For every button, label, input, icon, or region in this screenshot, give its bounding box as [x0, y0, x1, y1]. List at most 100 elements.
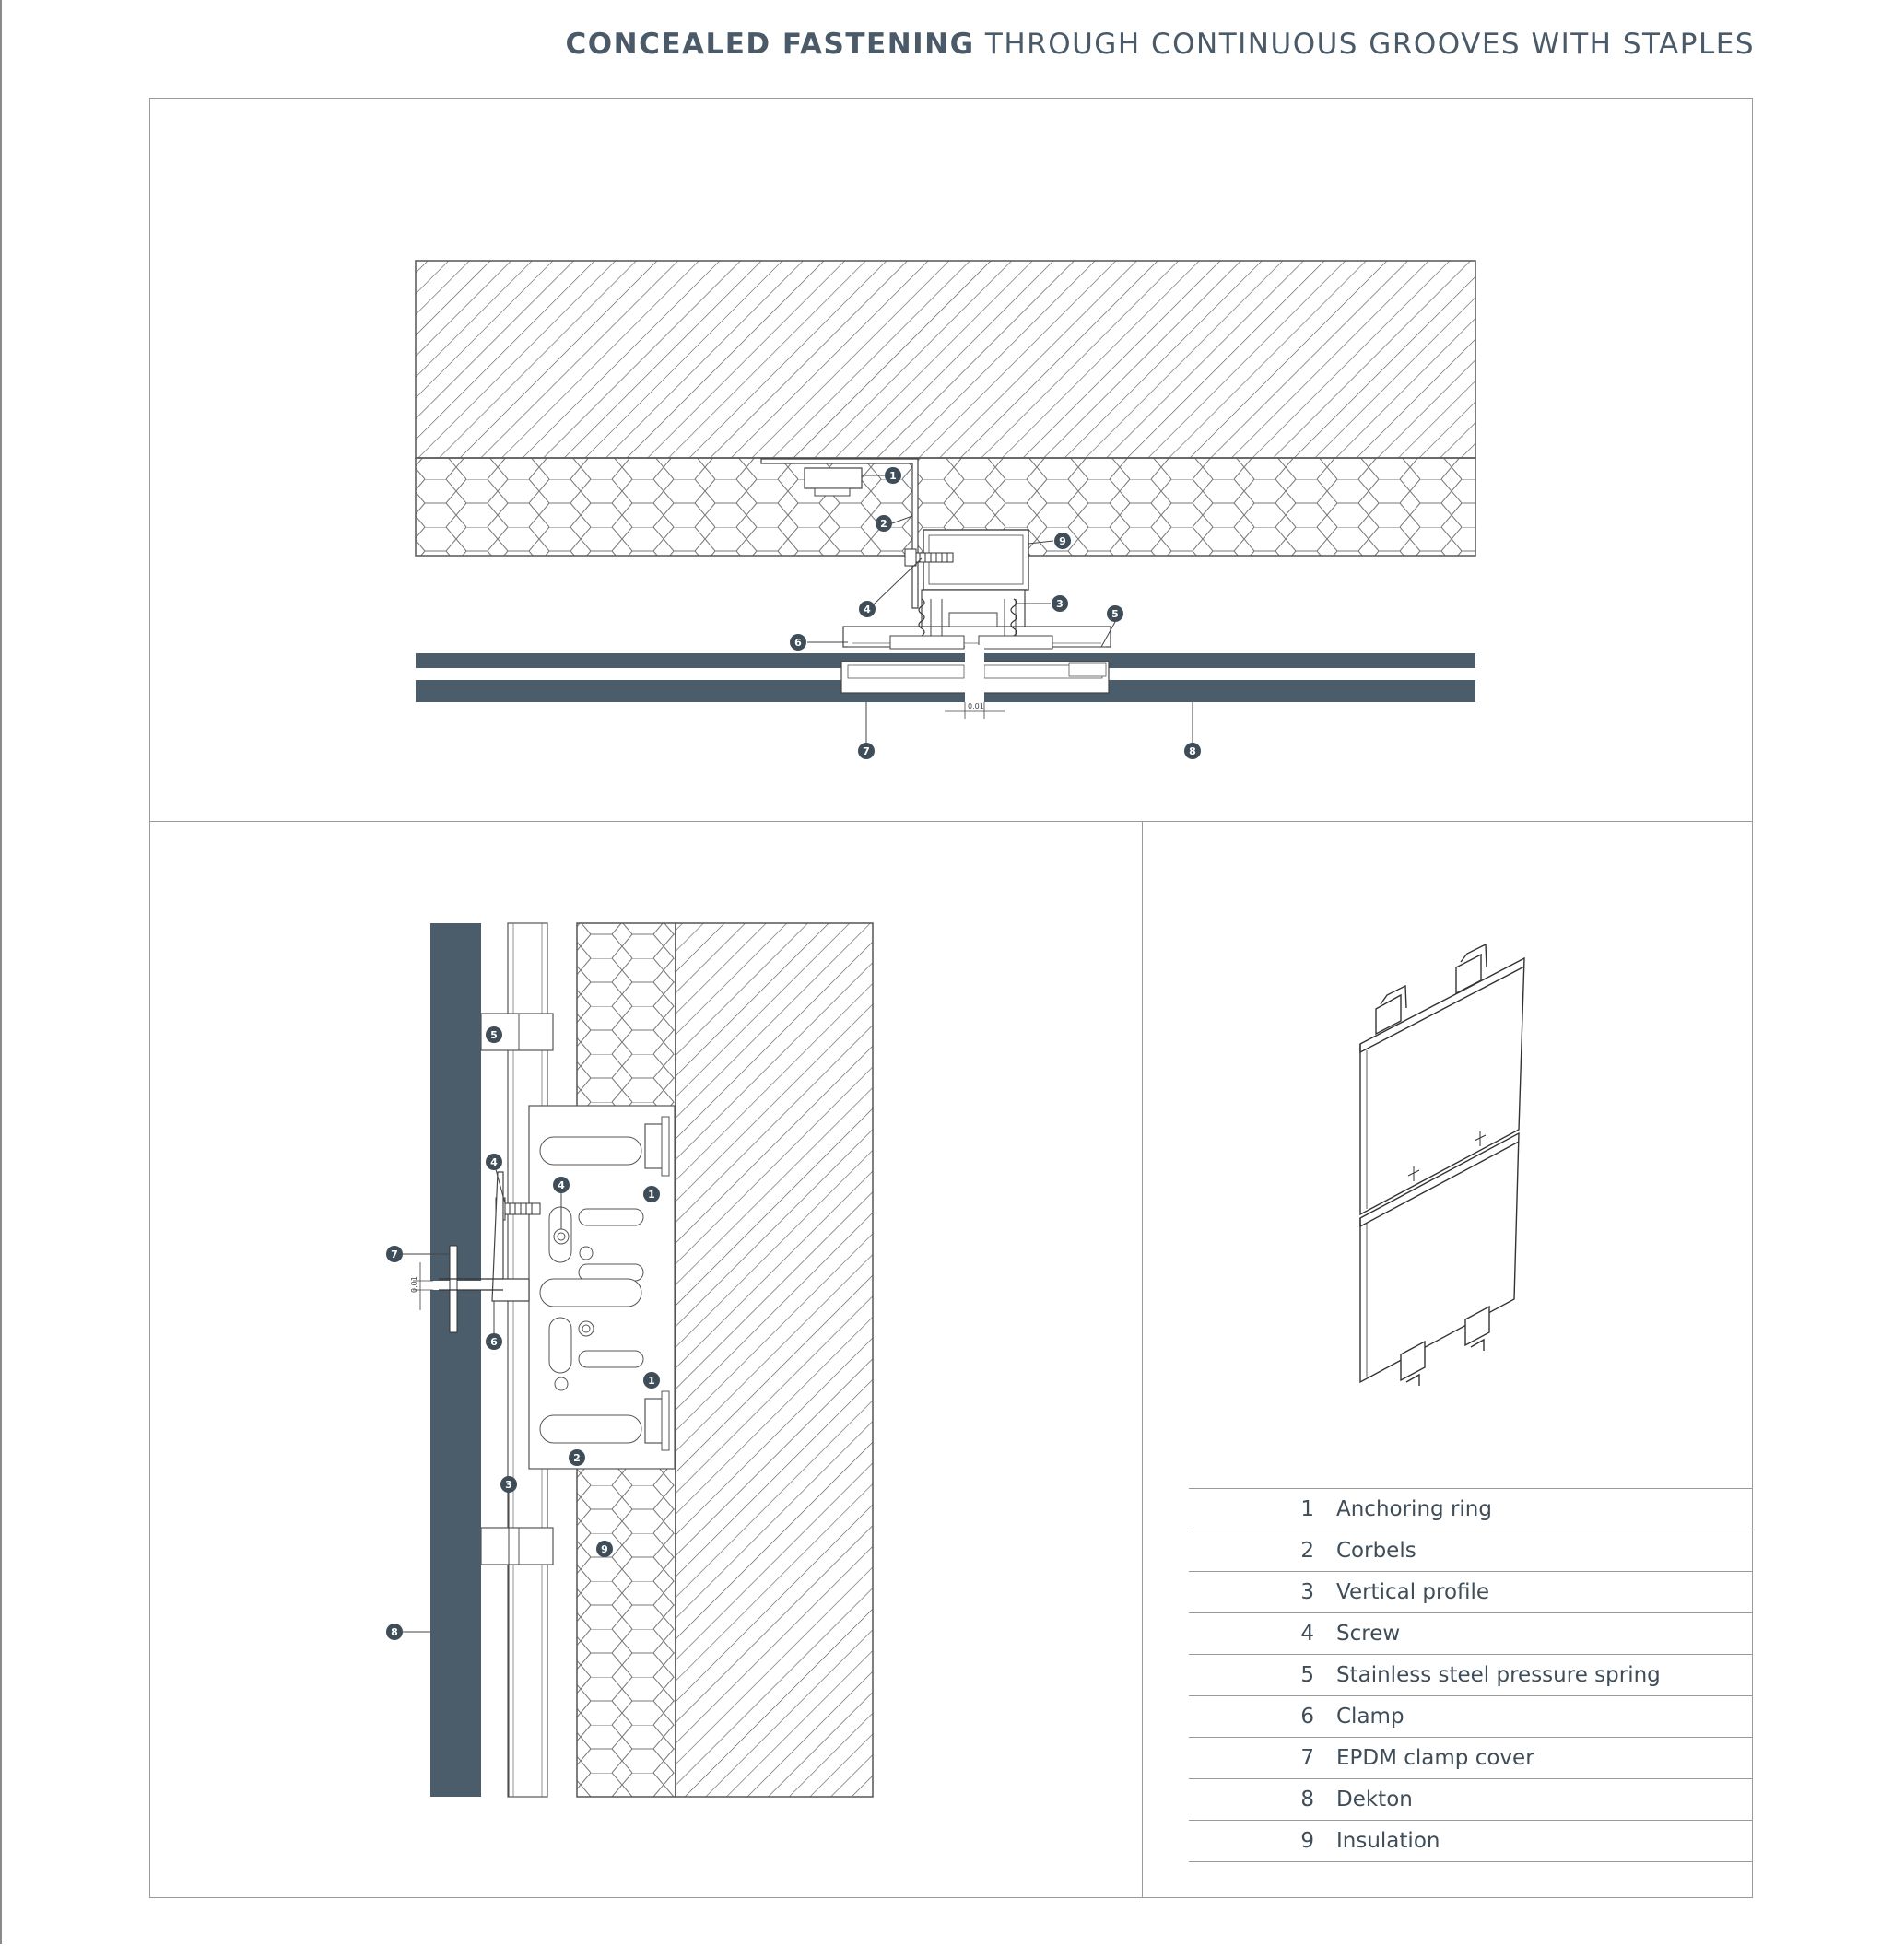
plan-dimension-label: 0,01 — [968, 702, 984, 710]
legend-row: 5 Stainless steel pressure spring — [1189, 1654, 1753, 1695]
vs-callout-2: 2 — [569, 1449, 585, 1466]
legend-number: 2 — [1300, 1539, 1314, 1563]
svg-text:7: 7 — [863, 745, 870, 757]
sketch-clips-bottom — [1400, 1305, 1490, 1386]
plan-callout-4: 4 — [859, 601, 876, 617]
svg-text:3: 3 — [1056, 598, 1064, 610]
legend-label: Anchoring ring — [1336, 1497, 1492, 1521]
vs-leaders — [403, 1162, 562, 1797]
sketch-clips-middle — [1407, 1131, 1487, 1181]
plan-callout-9: 9 — [1054, 533, 1071, 549]
vs-corbel-plate — [528, 1105, 676, 1470]
legend-row: 9 Insulation — [1189, 1820, 1753, 1862]
vs-callout-7: 7 — [386, 1246, 403, 1262]
svg-text:1: 1 — [648, 1189, 655, 1201]
plan-dimension: 0,01 — [945, 702, 1005, 719]
title-rest: THROUGH CONTINUOUS GROOVES WITH STAPLES — [974, 28, 1755, 61]
vs-wall — [675, 922, 874, 1798]
vs-dimension: 0,01 — [410, 1262, 433, 1310]
legend-label: Dekton — [1336, 1788, 1413, 1811]
legend-label: Corbels — [1336, 1539, 1416, 1563]
svg-text:3: 3 — [505, 1479, 512, 1491]
sketch-clips-top — [1375, 943, 1487, 1036]
vs-callout-9: 9 — [596, 1541, 613, 1557]
plan-corbel — [760, 458, 919, 609]
sketch-panel-lower — [1359, 1131, 1520, 1384]
page-title: CONCEALED FASTENING THROUGH CONTINUOUS G… — [566, 26, 1755, 63]
vs-spring-clip-bottom — [480, 1527, 554, 1565]
legend-number: 9 — [1300, 1829, 1314, 1853]
vs-callout-4b: 4 — [553, 1177, 570, 1193]
legend-row: 3 Vertical profile — [1189, 1571, 1753, 1612]
plan-wall — [415, 260, 1476, 459]
perspective-sketch — [1359, 943, 1525, 1386]
svg-text:6: 6 — [794, 637, 802, 649]
title-bold: CONCEALED FASTENING — [565, 28, 975, 61]
vs-callout-6: 6 — [486, 1333, 502, 1350]
horizontal-divider — [149, 821, 1753, 822]
vs-dekton-upper — [430, 923, 481, 1281]
svg-text:8: 8 — [391, 1626, 398, 1638]
svg-text:5: 5 — [490, 1029, 498, 1041]
legend-number: 6 — [1300, 1705, 1314, 1729]
vs-dekton-lower — [430, 1290, 481, 1797]
plan-callout-6: 6 — [790, 634, 806, 651]
svg-text:1: 1 — [648, 1375, 655, 1387]
plan-callout-5: 5 — [1107, 605, 1123, 622]
plan-anchor-ring — [804, 467, 863, 489]
legend-number: 8 — [1300, 1788, 1314, 1811]
legend-label: EPDM clamp cover — [1336, 1746, 1534, 1770]
legend-label: Vertical profile — [1336, 1580, 1490, 1604]
plan-callouts: 1 2 9 4 3 5 6 7 8 — [790, 467, 1201, 759]
plan-callout-3: 3 — [1052, 595, 1068, 612]
vs-callout-8: 8 — [386, 1624, 403, 1640]
vs-callouts: 5 4 4 1 7 6 1 2 3 9 8 — [386, 1026, 660, 1640]
plan-clamp — [842, 589, 1111, 650]
legend-row: 4 Screw — [1189, 1612, 1753, 1654]
legend-row: 7 EPDM clamp cover — [1189, 1737, 1753, 1778]
legend-number: 7 — [1300, 1746, 1314, 1770]
plan-leaders — [807, 475, 1193, 746]
svg-text:4: 4 — [864, 604, 871, 615]
legend-label: Stainless steel pressure spring — [1336, 1663, 1661, 1687]
vertical-section: 0,01 5 4 4 1 7 6 1 2 3 9 8 — [386, 922, 874, 1798]
legend-number: 4 — [1300, 1622, 1314, 1646]
plan-callout-8: 8 — [1184, 743, 1201, 759]
plan-dekton-left-front — [416, 653, 965, 668]
plan-section: 0,01 1 2 9 4 3 5 6 7 8 — [415, 260, 1476, 759]
legend-number: 1 — [1300, 1497, 1314, 1521]
plan-callout-1: 1 — [885, 467, 901, 484]
svg-text:5: 5 — [1111, 608, 1119, 620]
svg-text:4: 4 — [558, 1179, 565, 1191]
vs-callout-4a: 4 — [486, 1154, 502, 1170]
legend-number: 5 — [1300, 1663, 1314, 1687]
svg-text:1: 1 — [889, 470, 897, 482]
svg-text:9: 9 — [601, 1543, 608, 1555]
legend-table: 1 Anchoring ring 2 Corbels 3 Vertical profile… — [1189, 1488, 1753, 1862]
drawing-frame — [149, 98, 1753, 1898]
svg-text:9: 9 — [1059, 535, 1066, 547]
svg-text:7: 7 — [391, 1248, 398, 1260]
vs-callout-5: 5 — [486, 1026, 502, 1043]
plan-screw — [904, 548, 954, 567]
vs-callout-1b: 1 — [643, 1372, 660, 1389]
plan-spring-right — [1010, 598, 1017, 637]
plan-spring-left — [918, 598, 925, 637]
legend-number: 3 — [1300, 1580, 1314, 1604]
legend-label: Insulation — [1336, 1829, 1440, 1853]
svg-text:2: 2 — [573, 1452, 581, 1464]
plan-callout-2: 2 — [876, 515, 892, 532]
svg-text:2: 2 — [880, 518, 887, 530]
legend-row: 1 Anchoring ring — [1189, 1488, 1753, 1530]
vs-dimension-label: 0,01 — [410, 1276, 418, 1293]
svg-text:8: 8 — [1189, 745, 1196, 757]
vertical-divider — [1142, 821, 1143, 1898]
legend-label: Screw — [1336, 1622, 1401, 1646]
svg-text:4: 4 — [490, 1156, 498, 1168]
svg-text:6: 6 — [490, 1336, 498, 1348]
vs-callout-1a: 1 — [643, 1186, 660, 1202]
vs-callout-3: 3 — [500, 1476, 517, 1493]
